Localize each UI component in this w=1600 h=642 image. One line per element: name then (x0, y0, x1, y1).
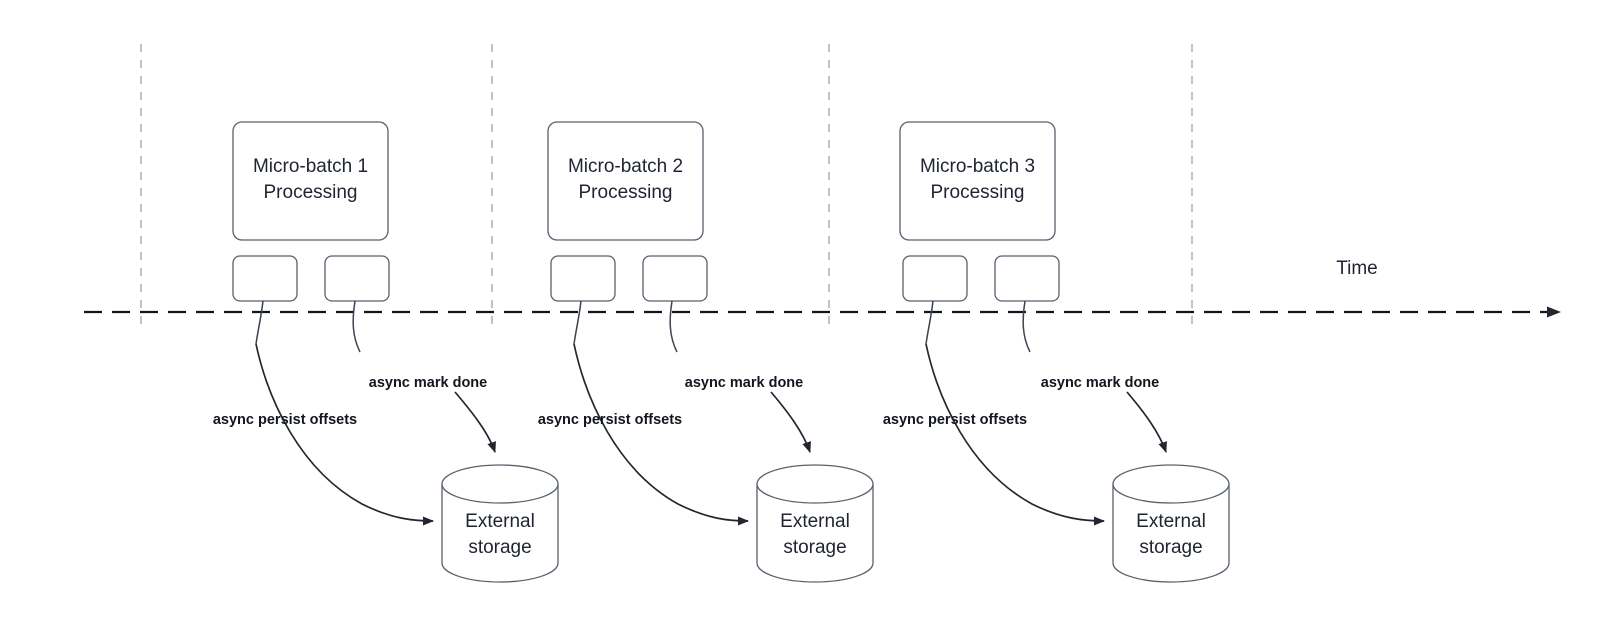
time-axis-label: Time (1336, 258, 1378, 279)
mark-done-arrow-3 (1126, 391, 1167, 453)
connector-2b (669, 300, 678, 353)
storage-label-2-line2: storage (783, 537, 846, 558)
connector-3b (1022, 300, 1031, 353)
process-box-batch-2[interactable] (547, 121, 704, 241)
mark-done-arrow-1 (454, 391, 496, 453)
mark-done-label-3: async mark done (1041, 375, 1159, 391)
external-storage-cylinder-1[interactable]: External storage (441, 464, 559, 583)
storage-label-3-line1: External (1136, 511, 1206, 532)
batch-3-group: Micro-batch 3 Processing async persist o… (883, 121, 1230, 583)
storage-label-1-line2: storage (468, 537, 531, 558)
batch-1-group: Micro-batch 1 Processing async persist o… (213, 121, 559, 583)
persist-offsets-arrow-2 (573, 343, 749, 526)
process-box-batch-3[interactable] (899, 121, 1056, 241)
task-box-1a[interactable] (232, 255, 298, 302)
persist-offsets-label-1: async persist offsets (213, 412, 357, 428)
process-box-batch-1-line2: Processing (264, 182, 358, 203)
task-box-2a[interactable] (550, 255, 616, 302)
process-box-batch-1-line1: Micro-batch 1 (253, 156, 368, 177)
process-box-batch-2-line1: Micro-batch 2 (568, 156, 683, 177)
persist-offsets-arrow-1 (255, 343, 434, 526)
connector-1b (352, 300, 361, 353)
process-box-batch-3-line1: Micro-batch 3 (920, 156, 1035, 177)
connector-3a (925, 300, 934, 345)
persist-offsets-label-3: async persist offsets (883, 412, 1027, 428)
process-box-batch-1[interactable] (232, 121, 389, 241)
storage-label-1-line1: External (465, 511, 535, 532)
process-box-batch-2-line2: Processing (579, 182, 673, 203)
mark-done-label-2: async mark done (685, 375, 803, 391)
task-box-2b[interactable] (642, 255, 708, 302)
process-box-batch-3-line2: Processing (931, 182, 1025, 203)
persist-offsets-arrow-3 (925, 343, 1105, 526)
mark-done-label-1: async mark done (369, 375, 487, 391)
connector-1a (255, 300, 264, 345)
batch-2-group: Micro-batch 2 Processing async persist o… (538, 121, 874, 583)
mark-done-arrow-2 (770, 391, 811, 453)
task-box-1b[interactable] (324, 255, 390, 302)
external-storage-cylinder-2[interactable]: External storage (756, 464, 874, 583)
storage-label-2-line1: External (780, 511, 850, 532)
storage-label-3-line2: storage (1139, 537, 1202, 558)
persist-offsets-label-2: async persist offsets (538, 412, 682, 428)
task-box-3b[interactable] (994, 255, 1060, 302)
task-box-3a[interactable] (902, 255, 968, 302)
external-storage-cylinder-3[interactable]: External storage (1112, 464, 1230, 583)
connector-2a (573, 300, 582, 345)
